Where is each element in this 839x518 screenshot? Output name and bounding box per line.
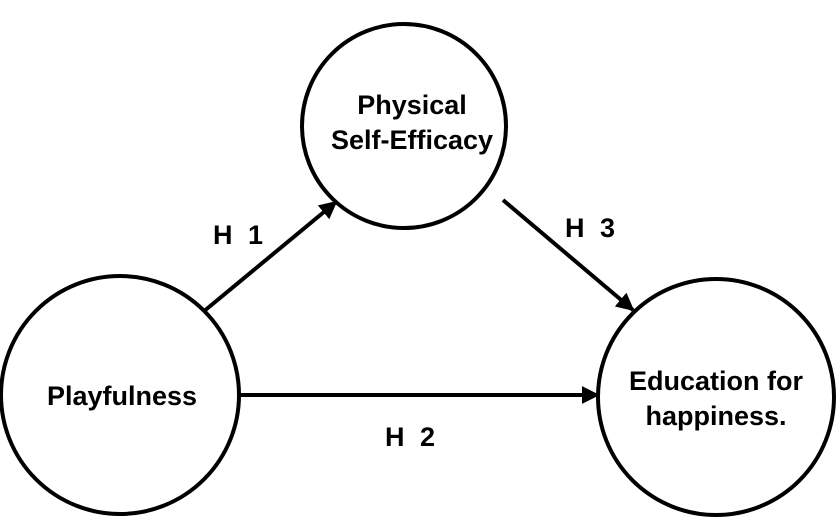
node-education-for-happiness-label-line2: happiness.	[645, 401, 786, 431]
edge-h1-arrow	[201, 200, 338, 314]
node-playfulness-label: Playfulness	[47, 381, 197, 411]
node-physical-self-efficacy-label-line1: Physical	[357, 90, 467, 120]
edge-h2-label: H 2	[385, 422, 439, 452]
node-education-for-happiness-label-line1: Education for	[629, 366, 803, 396]
node-physical-self-efficacy-circle	[300, 22, 508, 230]
node-physical-self-efficacy-label-line2: Self-Efficacy	[331, 125, 493, 155]
edge-h1-label: H 1	[213, 220, 267, 250]
edge-h3-arrow	[501, 198, 635, 312]
node-physical-self-efficacy: Physical Self-Efficacy	[300, 22, 508, 230]
node-playfulness-circle	[0, 274, 241, 516]
node-playfulness: Playfulness	[0, 274, 241, 516]
node-education-for-happiness-circle	[596, 277, 836, 517]
node-education-for-happiness: Education for happiness.	[596, 277, 836, 517]
edge-h3-label: H 3	[565, 213, 619, 243]
